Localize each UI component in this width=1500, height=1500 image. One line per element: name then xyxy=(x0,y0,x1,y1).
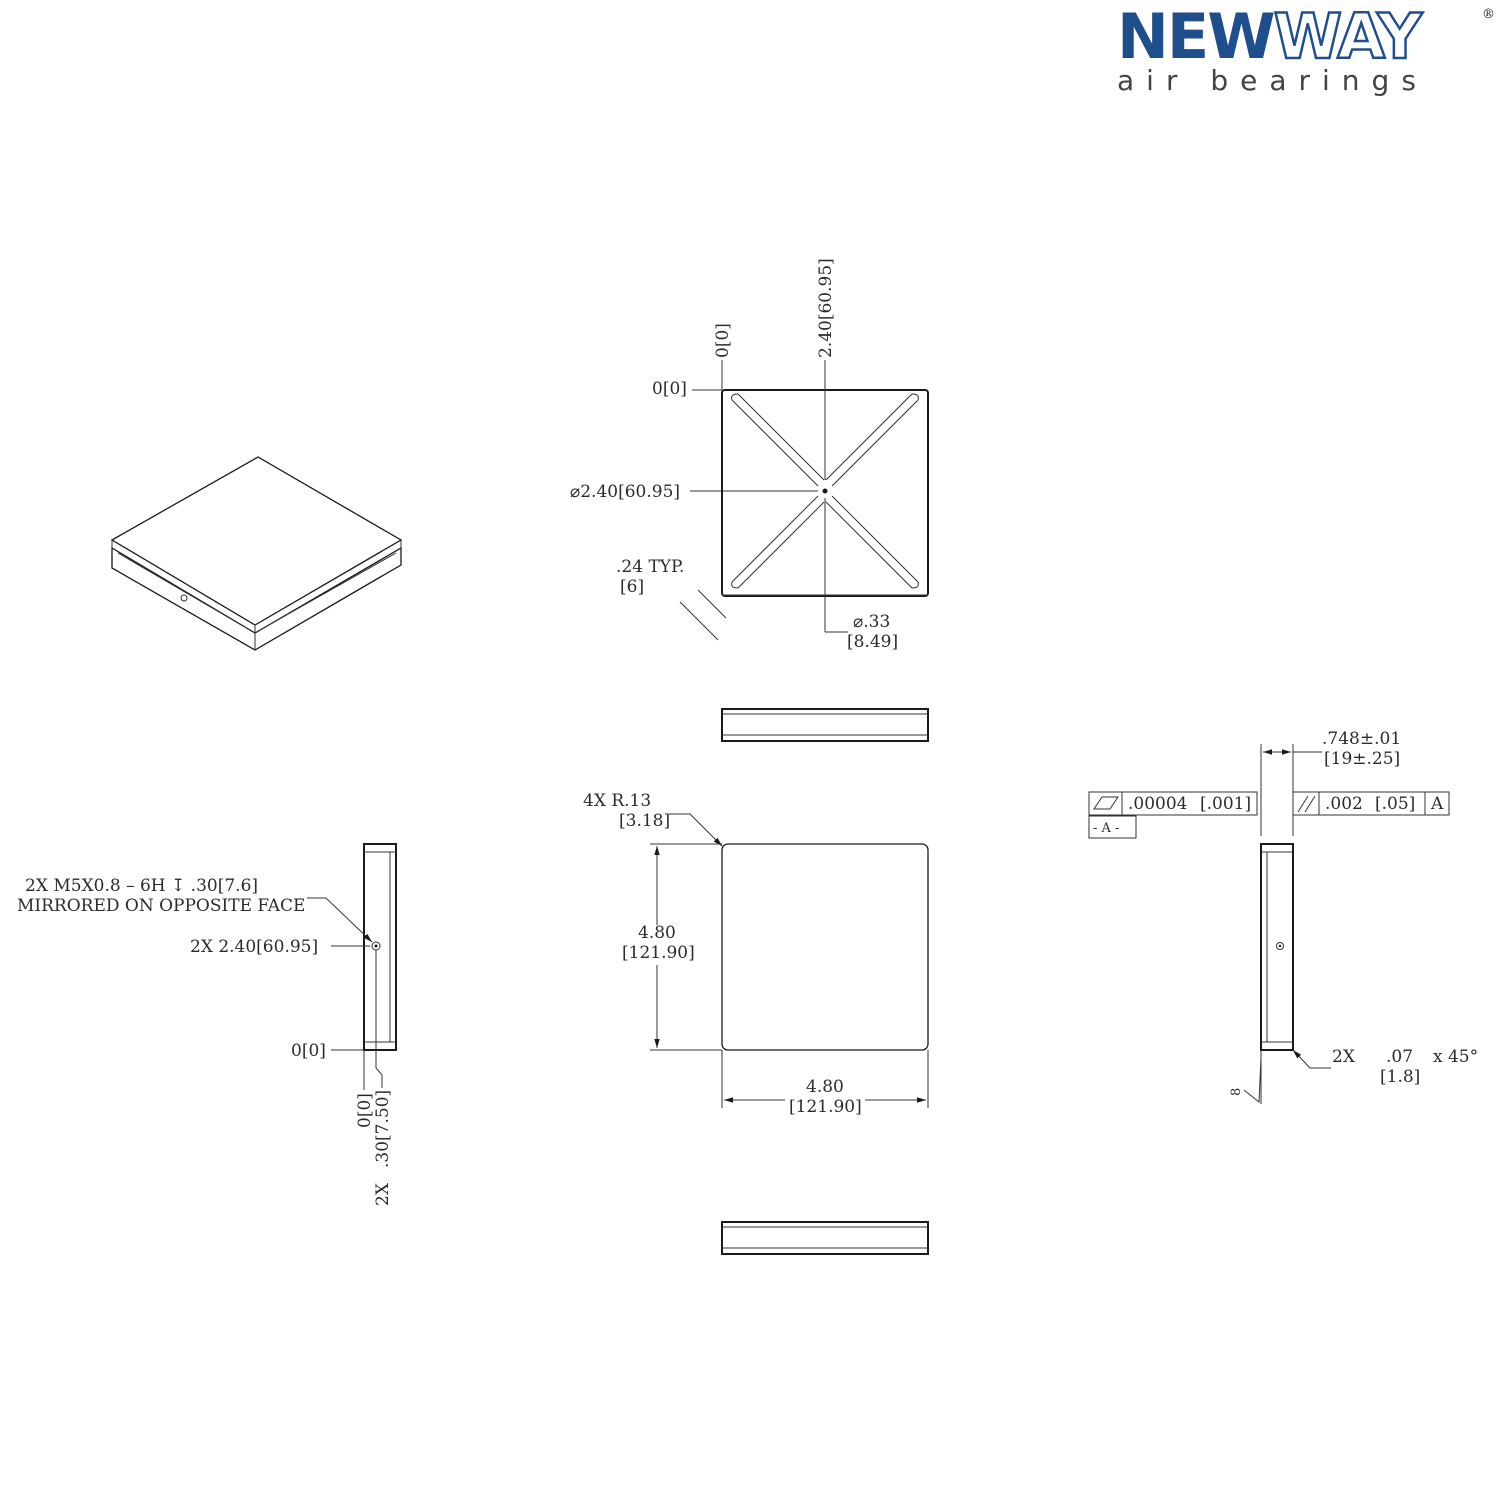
orifice-dia-label: ⌀.33 xyxy=(853,612,890,632)
brand-logo: NEWWAY ® air bearings xyxy=(1117,0,1495,97)
thickness-value: .748±.01 xyxy=(1322,729,1401,749)
chamfer-mm: [1.8] xyxy=(1380,1067,1420,1087)
flatness-icon xyxy=(1093,796,1119,810)
brand-name-part1: NEW xyxy=(1117,0,1274,73)
top-origin-y: 0[0] xyxy=(652,379,687,399)
edge-view-bottom xyxy=(721,1221,929,1255)
orifice-dia-mm: [8.49] xyxy=(847,632,898,652)
brand-tagline: air bearings xyxy=(1117,64,1428,97)
front-width: 4.80 xyxy=(806,1077,844,1097)
top-center-dim-horizontal: ⌀2.40[60.95] xyxy=(570,482,680,502)
parallel-icon xyxy=(1297,795,1316,813)
parallelism-frame: .002 [.05] A xyxy=(1292,791,1450,816)
flatness-frame: .00004 [.001] - A - xyxy=(1088,791,1258,839)
registered-mark: ® xyxy=(1482,7,1495,22)
chamfer-size: .07 xyxy=(1386,1047,1413,1067)
flatness-value: .00004 xyxy=(1128,794,1187,814)
hole-depth: .30[7.50] xyxy=(373,1090,393,1168)
surface-finish-value: 8 xyxy=(1229,1088,1244,1096)
parallel-value: .002 xyxy=(1325,794,1363,814)
left-origin-y: 0[0] xyxy=(291,1041,326,1061)
hole-count: 2X xyxy=(373,1182,393,1206)
thread-note: 2X M5X0.8 – 6H ↧ .30[7.6] xyxy=(25,876,258,896)
svg-text:NEWWAY: NEWWAY xyxy=(1117,0,1423,73)
hole-position: 2X 2.40[60.95] xyxy=(190,937,318,957)
datum-label: - A - xyxy=(1093,821,1119,836)
thickness-mm: [19±.25] xyxy=(1324,749,1400,769)
brand-name-part2: WAY xyxy=(1274,0,1424,73)
corner-radius-label: 4X R.13 xyxy=(583,791,651,811)
corner-radius-mm: [3.18] xyxy=(619,811,670,831)
iso-port-hole xyxy=(180,594,188,602)
flatness-mm: [.001] xyxy=(1200,794,1251,814)
parallel-datum: A xyxy=(1430,794,1444,814)
front-view: 4X R.13 [3.18] 4.80 [121.90] 4.80 [121.9… xyxy=(583,791,929,1117)
left-side-view: 2X M5X0.8 – 6H ↧ .30[7.6] MIRRORED ON OP… xyxy=(17,843,397,1206)
top-center-dim-vertical: 2.40[60.95] xyxy=(816,258,836,358)
edge-view-top xyxy=(721,708,929,742)
top-origin-x: 0[0] xyxy=(713,323,733,358)
orifice-point xyxy=(822,488,828,494)
isometric-view xyxy=(110,456,403,651)
top-view: 2.40[60.95] 0[0] 0[0] ⌀2.40[60.95] .24 T… xyxy=(570,258,929,652)
surface-finish-icon: 8 xyxy=(1229,1050,1262,1104)
chamfer-angle: x 45° xyxy=(1433,1047,1478,1067)
groove-width-label: .24 TYP. xyxy=(616,557,684,577)
groove-width-mm: [6] xyxy=(620,577,644,597)
front-height-mm: [121.90] xyxy=(622,943,695,963)
left-origin-x: 0[0] xyxy=(355,1093,375,1128)
parallel-mm: [.05] xyxy=(1375,794,1415,814)
right-side-view: .748±.01 [19±.25] .00004 [.001] - A - .0… xyxy=(1088,729,1478,1104)
front-height: 4.80 xyxy=(638,923,676,943)
front-width-mm: [121.90] xyxy=(789,1097,862,1117)
thread-note-mirrored: MIRRORED ON OPPOSITE FACE xyxy=(17,896,305,916)
chamfer-count: 2X xyxy=(1332,1047,1356,1067)
right-port-icon xyxy=(1276,942,1284,950)
